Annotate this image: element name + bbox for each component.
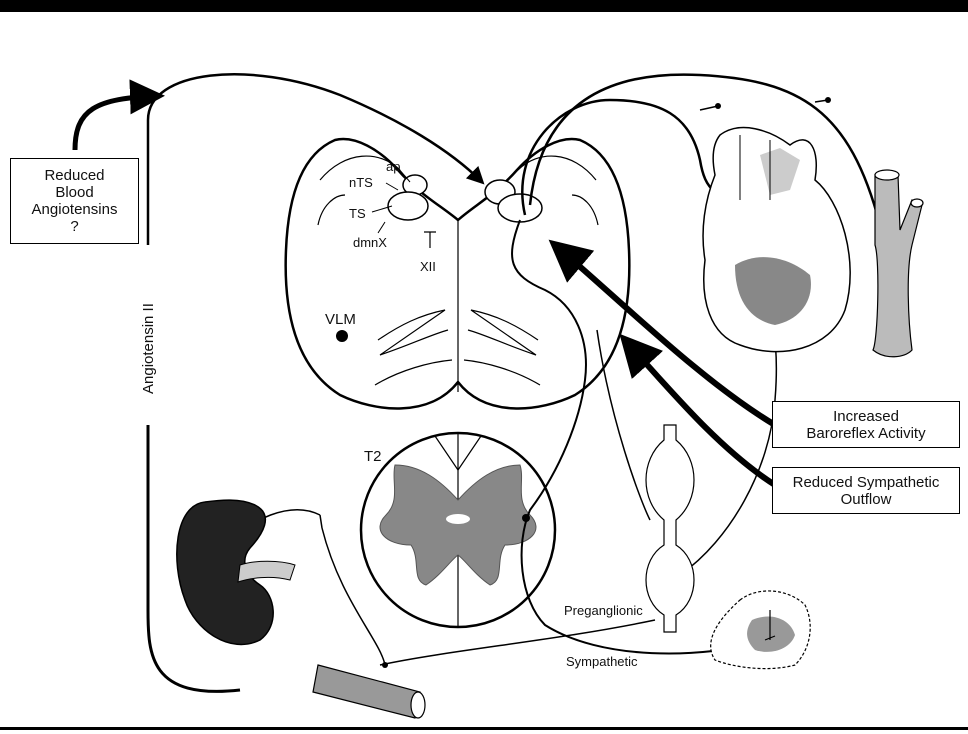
- sympathetic-outflow-box: Reduced Sympathetic Outflow: [772, 467, 960, 514]
- medulla-section: [286, 139, 630, 408]
- ts-label: TS: [349, 207, 366, 221]
- sympathetic-label: Sympathetic: [566, 655, 638, 669]
- baroreflex-box: Increased Baroreflex Activity: [772, 401, 960, 448]
- box-line: Outflow: [773, 491, 959, 508]
- nts-label: nTS: [349, 176, 373, 190]
- ganglion-chain: [646, 425, 694, 632]
- box-line: ?: [11, 218, 138, 235]
- heart-illustration: [703, 128, 850, 352]
- box-line: Angiotensins: [11, 201, 138, 218]
- box-line: Increased: [773, 408, 959, 425]
- target-tissue-illustration: [711, 591, 811, 669]
- box-line: Reduced Sympathetic: [773, 474, 959, 491]
- spinal-cord-section: [361, 433, 555, 627]
- angiotensin-label: Angiotensin II: [140, 303, 157, 394]
- box-line: Reduced: [11, 167, 138, 184]
- t2-label: T2: [364, 450, 382, 464]
- kidney-illustration: [177, 500, 295, 644]
- box-line: Baroreflex Activity: [773, 425, 959, 442]
- ap-label: ap: [386, 160, 400, 174]
- vessel-illustration: [873, 170, 923, 357]
- dmnx-label: dmnX: [353, 236, 387, 250]
- reduced-angiotensins-box: Reduced Blood Angiotensins ?: [10, 158, 139, 244]
- reduced-angiotensin-arrow: [75, 96, 158, 150]
- arteriole-illustration: [313, 665, 425, 718]
- box-line: Blood: [11, 184, 138, 201]
- xii-label: XII: [420, 260, 436, 274]
- vlm-label: VLM: [325, 313, 356, 327]
- preganglionic-label: Preganglionic: [564, 604, 643, 618]
